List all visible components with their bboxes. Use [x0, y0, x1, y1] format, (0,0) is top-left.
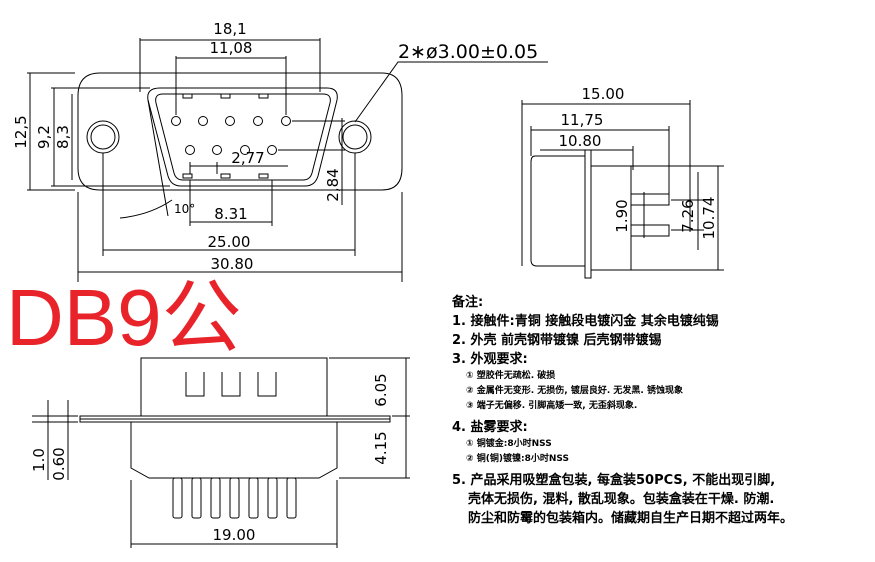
dim-10-74: 10.74 — [700, 197, 718, 240]
front-pin — [198, 116, 208, 126]
front-view — [27, 38, 548, 282]
dim-15-00: 15.00 — [582, 85, 625, 103]
bottom-lower-shell — [130, 422, 338, 479]
hole-callout: 2∗ø3.00±0.05 — [398, 41, 538, 63]
front-flange-outline — [77, 72, 403, 191]
dim-0-60: 0.60 — [50, 447, 68, 480]
dim-9-2: 9,2 — [35, 125, 53, 149]
note-item-4-sub-1: ① 铜镀金:8小时NSS — [466, 439, 552, 449]
dim-11-08: 11,08 — [210, 39, 253, 57]
dim-30-80: 30.80 — [211, 255, 254, 273]
note-item-3-sub-3: ③ 端子无偏移. 引脚高矮一致, 无歪斜现象. — [466, 401, 638, 411]
dim-4-15: 4.15 — [372, 431, 390, 464]
front-mount-hole-right — [338, 120, 372, 154]
bottom-pin — [191, 477, 202, 519]
front-mount-hole-left-inner — [90, 124, 116, 150]
note-item-5-line-3: 防尘和防霉的包装箱内。储藏期自生产日期不超过两年。 — [468, 511, 794, 526]
front-d-shell-inner — [155, 93, 331, 181]
bottom-pin — [286, 477, 297, 519]
notes-heading: 备注: — [452, 295, 484, 310]
front-pin — [225, 116, 235, 126]
bottom-upper-shell — [140, 357, 328, 417]
front-mount-hole-right-inner — [342, 124, 368, 150]
front-pin — [253, 116, 263, 126]
page-title: DB9公 — [6, 273, 242, 362]
front-pin — [185, 145, 195, 155]
bottom-pin — [267, 477, 278, 519]
note-item-3: 3. 外观要求: — [452, 352, 528, 367]
note-item-4-sub-2: ② 铜(铜)镀镍:8小时NSS — [466, 454, 569, 464]
side-flange — [584, 149, 592, 279]
front-pin — [171, 116, 181, 126]
dim-25-00: 25.00 — [208, 233, 251, 251]
front-pin — [267, 145, 277, 155]
note-item-3-sub-2: ② 金属件无变形. 无损伤, 镀层良好. 无发黑. 锈蚀现象 — [466, 386, 683, 396]
front-d-shell — [147, 87, 338, 187]
dim-18-1: 18,1 — [213, 20, 246, 38]
front-view-dim-labels: 18,1 11,08 2∗ø3.00±0.05 12,5 9,2 8,3 2,7… — [12, 20, 538, 273]
note-item-5-line-1: 5. 产品采用吸塑盒包装, 每盒装50PCS, 不能出现引脚, — [452, 473, 776, 488]
side-view — [521, 100, 724, 279]
dim-1-0: 1.0 — [30, 448, 48, 472]
bottom-pin — [172, 477, 183, 519]
bottom-view-dim-labels: 6.05 4.15 1.0 0.60 19.00 — [30, 373, 390, 544]
note-item-4: 4. 盐雾要求: — [452, 420, 528, 435]
front-pin — [240, 145, 250, 155]
note-item-1: 1. 接触件:青铜 接触段电镀闪金 其余电镀纯锡 — [452, 314, 719, 329]
bottom-pin — [229, 477, 240, 519]
dim-10-deg: 10° — [174, 202, 195, 216]
side-view-dim-labels: 15.00 11,75 10.80 1.90 7.26 10.74 — [559, 85, 718, 239]
dim-7-26: 7.26 — [679, 199, 697, 232]
front-pin — [212, 145, 222, 155]
dim-8-3: 8,3 — [54, 125, 72, 149]
note-item-2: 2. 外壳 前壳钢带镀镍 后壳钢带镀锡 — [452, 333, 662, 348]
dim-8-31: 8.31 — [214, 205, 247, 223]
dim-19-00: 19.00 — [213, 526, 256, 544]
side-body — [590, 165, 632, 271]
front-mount-hole-left — [86, 120, 120, 154]
dim-12-5: 12,5 — [12, 115, 30, 148]
dim-2-77: 2,77 — [231, 149, 264, 167]
bottom-pin — [248, 477, 259, 519]
bottom-pin — [210, 477, 221, 519]
dim-1-90: 1.90 — [613, 199, 631, 232]
note-item-5-line-2: 壳体无损伤, 混料, 散乱现象。包装盒装在干燥. 防潮. — [468, 492, 775, 507]
note-item-3-sub-1: ① 塑胶件无疏松. 破损 — [466, 371, 556, 381]
dim-11-75: 11,75 — [561, 111, 604, 129]
dim-10-80: 10.80 — [559, 132, 602, 150]
dim-2-84: 2,84 — [324, 168, 342, 201]
notes-block: 备注: 1. 接触件:青铜 接触段电镀闪金 其余电镀纯锡 2. 外壳 前壳钢带镀… — [452, 293, 872, 528]
bottom-view — [32, 357, 410, 548]
dim-6-05: 6.05 — [372, 373, 390, 406]
side-pin — [630, 193, 670, 206]
side-shell — [530, 155, 586, 267]
side-pin — [630, 224, 670, 237]
front-pin — [281, 116, 291, 126]
